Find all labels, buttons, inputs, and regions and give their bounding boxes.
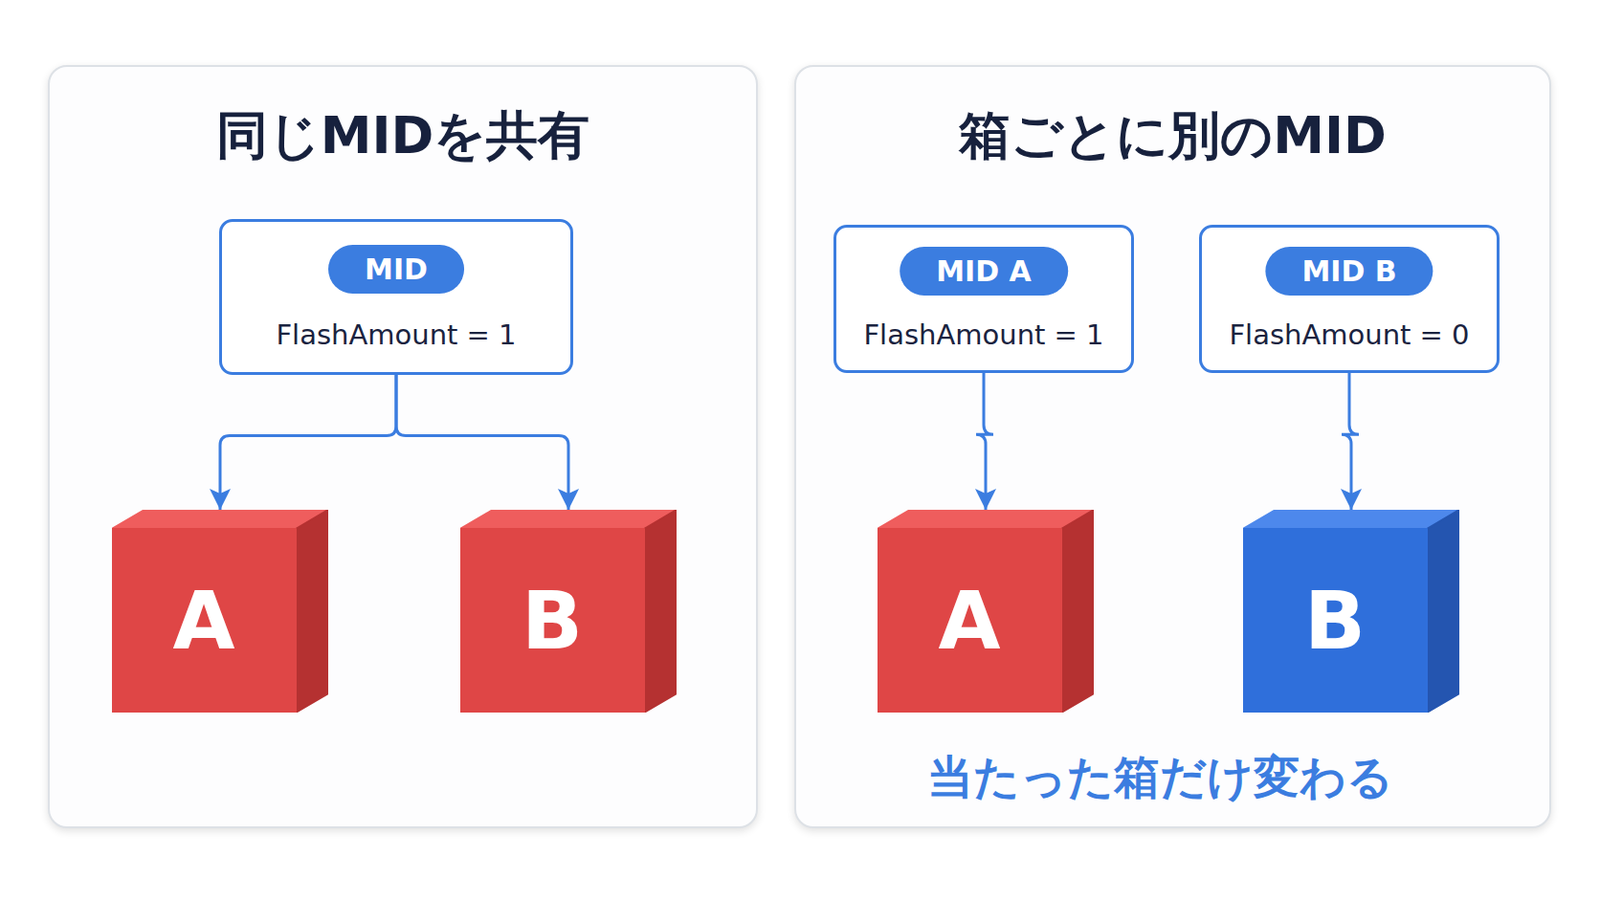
- cube-face: [460, 529, 645, 713]
- material-box: MID A FlashAmount = 1: [833, 224, 1134, 374]
- material-box: MID FlashAmount = 1: [219, 219, 574, 376]
- material-box: MID B FlashAmount = 0: [1199, 224, 1500, 374]
- cube-face: [460, 510, 677, 530]
- cube-letter: A: [877, 529, 1062, 713]
- cube: A: [877, 510, 1094, 713]
- cube: B: [1243, 510, 1460, 713]
- cube-letter: A: [111, 529, 296, 713]
- cube-face: [295, 510, 329, 713]
- connector-arrow: [1341, 373, 1359, 511]
- panel-note: 当たった箱だけ変わる: [796, 748, 1525, 806]
- cube-face: [1061, 510, 1094, 713]
- cube-face: [877, 510, 1094, 530]
- connector-arrow: [396, 375, 569, 511]
- parameter-text: FlashAmount = 1: [836, 317, 1132, 353]
- comparison-panel: 同じMIDを共有 MID FlashAmount = 1 AB: [47, 65, 758, 829]
- connector-arrow: [220, 375, 397, 511]
- parameter-text: FlashAmount = 1: [222, 317, 571, 353]
- cube: B: [460, 510, 677, 713]
- cube-face: [1243, 529, 1427, 713]
- comparison-panel: 箱ごとに別のMID当たった箱だけ変わるMID AFlashAmount = 1M…: [794, 65, 1552, 829]
- panel-title: 箱ごとに別のMID: [796, 105, 1550, 167]
- material-tag: MID B: [1265, 246, 1433, 296]
- cube-face: [877, 529, 1062, 713]
- cube-letter: B: [1243, 529, 1427, 713]
- cube-face: [644, 510, 677, 713]
- cube-face: [111, 510, 329, 530]
- cube: A: [111, 510, 329, 713]
- cube-letter: B: [460, 529, 645, 713]
- material-tag: MID A: [899, 246, 1068, 296]
- cube-face: [111, 529, 296, 713]
- material-tag: MID: [328, 244, 465, 294]
- parameter-text: FlashAmount = 0: [1201, 317, 1497, 353]
- panel-title: 同じMIDを共有: [49, 105, 756, 167]
- cube-face: [1426, 510, 1460, 713]
- connector-arrow: [976, 373, 994, 511]
- cube-face: [1243, 510, 1460, 530]
